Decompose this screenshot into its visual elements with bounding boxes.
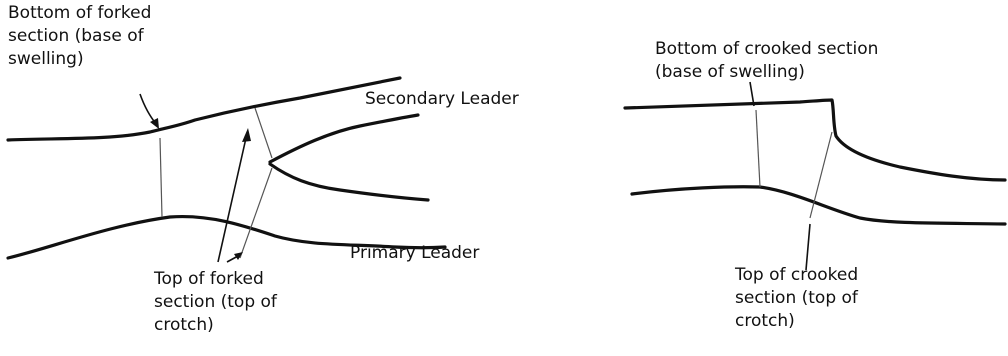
forked-upper-outline — [6, 76, 402, 142]
crooked-upper-outline — [623, 98, 1007, 182]
primary-leader-label: Primary Leader — [350, 243, 480, 263]
forked-stem — [6, 76, 447, 263]
crooked-top-pointer — [805, 223, 811, 271]
forked-lower-outline — [6, 214, 447, 260]
crooked-lower-outline — [630, 185, 1007, 226]
forked-crotch-line — [239, 167, 273, 259]
secondary-leader-label: Secondary Leader — [365, 89, 519, 109]
top-crooked-label: Top of crooked section (top of crotch) — [735, 265, 859, 331]
crooked-bottom-pointer — [749, 81, 755, 107]
primary-leader-upper-outline — [268, 162, 430, 202]
bottom-forked-arrow — [139, 93, 157, 125]
crooked-bottom-guide-line — [755, 109, 761, 188]
bottom-forked-label: Bottom of forked section (base of swelli… — [8, 3, 152, 69]
secondary-leader-outline — [268, 113, 420, 164]
crooked-stem — [623, 81, 1007, 271]
top-forked-arrowhead-short — [234, 252, 243, 260]
forked-top-guide-line — [254, 107, 273, 159]
top-forked-arrowhead-long — [242, 128, 251, 142]
forked-bottom-guide-line — [159, 137, 163, 218]
top-forked-arrow-long — [217, 137, 247, 263]
top-forked-label: Top of forked section (top of crotch) — [154, 269, 277, 335]
bottom-forked-arrowhead — [150, 118, 159, 129]
crooked-crotch-line — [809, 131, 833, 219]
bottom-crooked-label: Bottom of crooked section (base of swell… — [655, 39, 879, 82]
